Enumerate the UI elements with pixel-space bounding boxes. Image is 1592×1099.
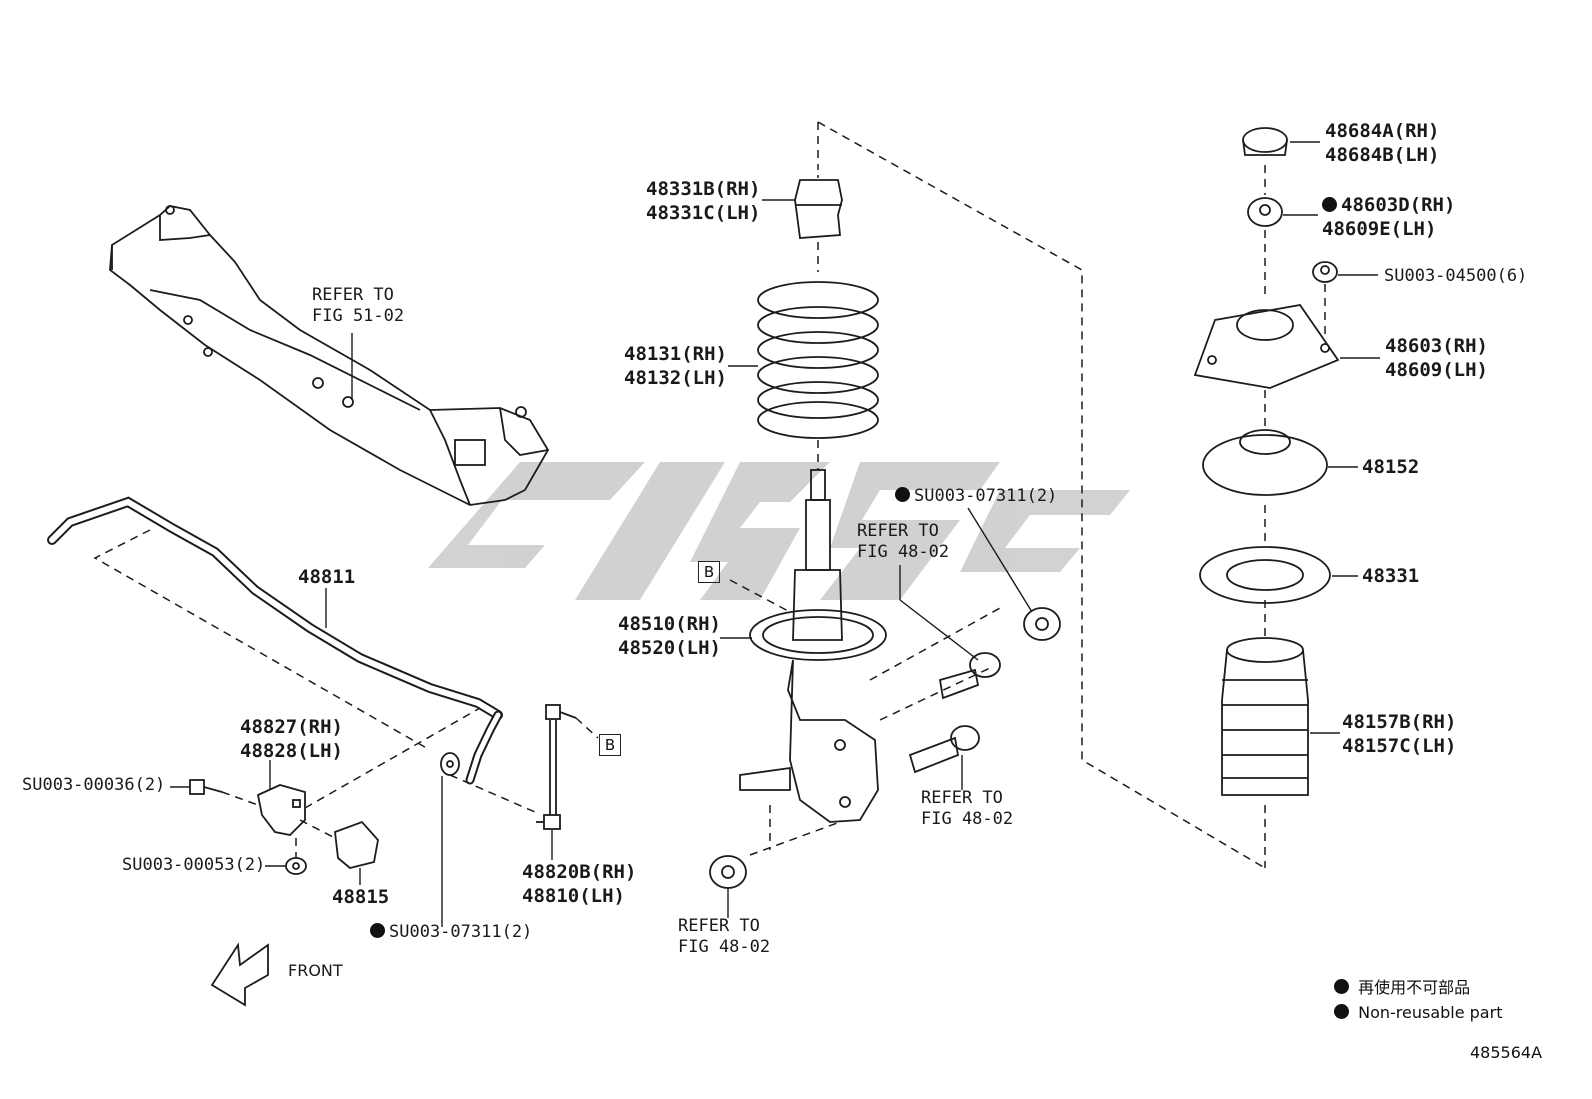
watermark-logo (428, 462, 1130, 600)
support-nut (1312, 261, 1338, 283)
coil-spring (757, 281, 879, 439)
label-nut-su53: SU003-00053(2) (122, 855, 266, 875)
label-nut-su7311-lower: SU003-07311(2) (370, 922, 532, 943)
legend-en: Non-reusable part (1358, 1003, 1503, 1022)
label-nut-su7311-upper: SU003-07311(2) (895, 486, 1057, 507)
ref-knuckle-top: REFER TO FIG 48-02 (857, 521, 950, 562)
label-bump-stop: 48331B(RH) 48331C(LH) (646, 178, 761, 224)
shock-absorber (739, 469, 887, 823)
non-reusable-dot-icon (1322, 197, 1337, 212)
nut-su003-07311-upper (1023, 607, 1061, 641)
ref-crossmember: REFER TO FIG 51-02 (312, 285, 405, 326)
bolt-su003-00036 (189, 779, 223, 795)
legend-row-ja: 再使用不可部品 (1334, 975, 1502, 1000)
label-mount-nut: 48603D(RH) 48609E(LH) (1322, 193, 1455, 241)
label-mount-nut-rh: 48603D(RH) 48609E(LH) (1322, 194, 1456, 240)
label-shock-absorber: 48510(RH) 48520(LH) (618, 613, 721, 659)
knuckle-bolt-lower (908, 725, 980, 774)
label-support-assy: 48603(RH) 48609(LH) (1385, 335, 1488, 381)
label-stabilizer-bushing: 48815 (332, 886, 390, 908)
mount-nut (1247, 197, 1283, 227)
dust-boot (1221, 637, 1309, 796)
insulator (1199, 546, 1331, 604)
crossmember (109, 205, 550, 506)
front-arrow-icon (210, 942, 269, 1007)
marker-b-link: B (599, 734, 621, 756)
non-reusable-dot-icon (895, 487, 910, 502)
stabilizer-bushing (334, 820, 379, 869)
label-dust-boot: 48157B(RH) 48157C(LH) (1342, 711, 1457, 757)
stabilizer-bracket (256, 784, 306, 836)
nut-su003-07311-lower (440, 752, 460, 776)
ref-knuckle-bolt: REFER TO FIG 48-02 (921, 788, 1014, 829)
label-bolt-su36: SU003-00036(2) (22, 775, 166, 795)
ref-knuckle-nut: REFER TO FIG 48-02 (678, 916, 771, 957)
figure-id: 485564A (1470, 1043, 1543, 1062)
label-stabilizer-link: 48820B(RH) 48810(LH) (522, 861, 637, 907)
non-reusable-dot-icon (1334, 979, 1349, 994)
knuckle-bolt-upper (938, 652, 1001, 700)
non-reusable-dot-icon (1334, 1004, 1349, 1019)
nut-su003-00053 (285, 857, 307, 875)
label-stabilizer-bar: 48811 (298, 566, 356, 588)
stabilizer-bar (47, 496, 503, 785)
label-stabilizer-bracket: 48827(RH) 48828(LH) (240, 716, 343, 762)
label-support-nut: SU003-04500(6) (1384, 266, 1528, 286)
label-spring-seat: 48152 (1362, 456, 1420, 478)
label-nut-su7311-lower-text: SU003-07311(2) (389, 922, 533, 942)
knuckle-nut (709, 855, 747, 889)
label-cap: 48684A(RH) 48684B(LH) (1325, 120, 1440, 166)
label-nut-su7311-upper-text: SU003-07311(2) (914, 486, 1058, 506)
support-assy (1193, 304, 1340, 389)
marker-b-strut: B (698, 561, 720, 583)
legend-ja: 再使用不可部品 (1358, 978, 1471, 997)
spring-seat (1202, 429, 1328, 496)
label-insulator: 48331 (1362, 565, 1420, 587)
legend: 再使用不可部品 Non-reusable part (1334, 975, 1502, 1025)
legend-row-en: Non-reusable part (1334, 1000, 1502, 1025)
non-reusable-dot-icon (370, 923, 385, 938)
label-coil-spring: 48131(RH) 48132(LH) (624, 343, 727, 389)
front-label: FRONT (288, 961, 343, 980)
stabilizer-link (536, 704, 577, 830)
cap (1242, 127, 1288, 156)
bump-stop (794, 179, 843, 239)
